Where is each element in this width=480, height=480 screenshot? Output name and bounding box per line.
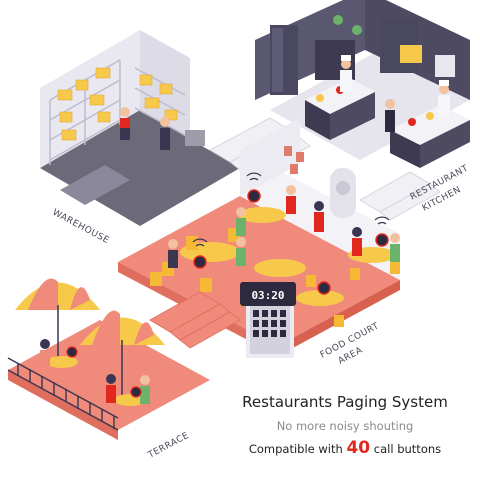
food-court-call-buttons [193,189,389,295]
wifi-signals [192,172,390,247]
compat-suffix: call buttons [373,442,442,456]
food-court-door [330,168,356,218]
terrace-label: TERRACE [146,431,191,461]
food-court-frames [284,146,304,174]
food-court-area: 03:20 FOOD COURT AREA [118,118,400,367]
food-court-chairs [150,228,400,327]
paging-display-time: 03:20 [251,289,284,302]
paging-display [240,282,296,306]
warehouse-boxes [57,67,178,141]
terrace-call-buttons [66,346,142,398]
kitchen-plants [333,15,362,35]
kitchen-appliances [270,18,455,95]
kitchen-chefs [340,55,450,132]
warehouse-label: WAREHOUSE [51,208,111,246]
terrace-guests [40,339,150,404]
paging-transmitter: 03:20 [240,282,296,358]
compat-count: 40 [346,438,371,458]
warehouse-workers [120,107,205,150]
caption-compat: Compatible with 40 call buttons [212,438,478,458]
terrace-area: TERRACE [7,278,210,461]
caption-tagline: No more noisy shouting [276,419,414,433]
caption-headline: Restaurants Paging System [242,393,448,411]
food-court-diners [168,185,400,268]
compat-prefix: Compatible with [248,442,343,456]
stairs-kitchen [359,171,441,221]
stairs-lower [149,291,241,349]
terrace-fence [7,357,119,431]
terrace-umbrellas [15,278,165,395]
kitchen-counters [305,78,470,168]
